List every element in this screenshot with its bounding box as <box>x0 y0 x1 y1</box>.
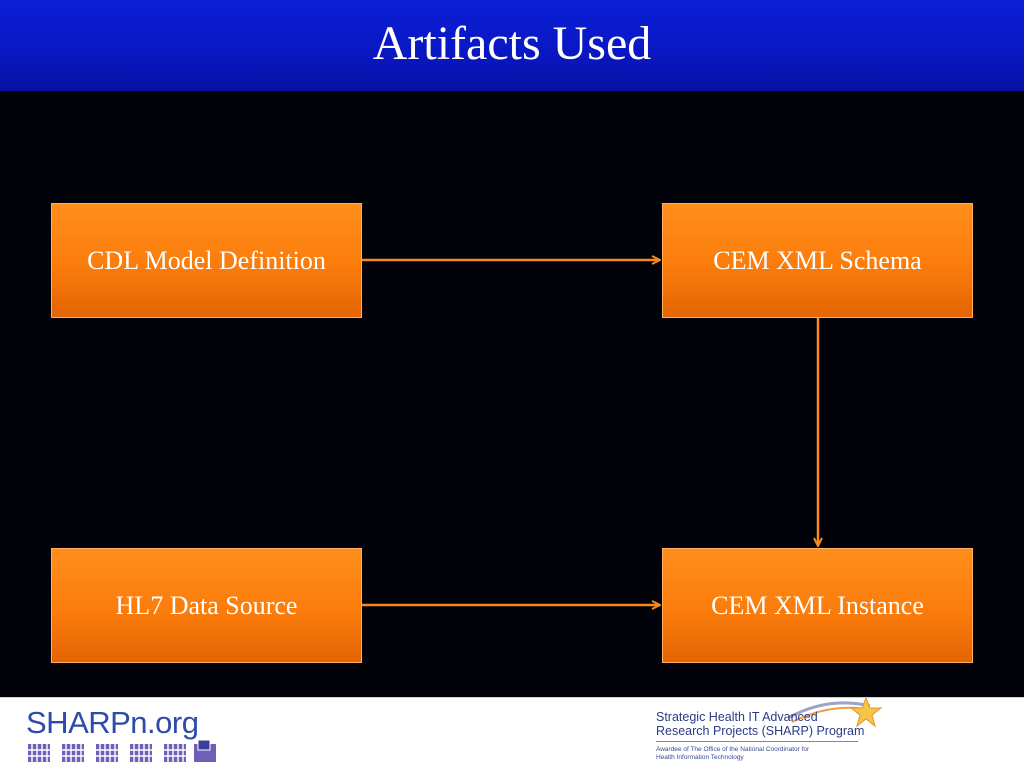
sharp-logo-line2: Research Projects (SHARP) Program <box>656 724 865 738</box>
node-cem-xml-instance: CEM XML Instance <box>662 548 973 663</box>
node-cdl-model-definition: CDL Model Definition <box>51 203 362 318</box>
node-label: HL7 Data Source <box>115 590 298 620</box>
node-hl7-data-source: HL7 Data Source <box>51 548 362 663</box>
sharpn-logo: SHARPn.org <box>26 706 226 764</box>
node-cem-xml-schema: CEM XML Schema <box>662 203 973 318</box>
sharpn-logo-text: SHARPn.org <box>26 705 199 740</box>
sharp-logo-divider <box>656 741 858 742</box>
sharp-program-logo: Strategic Health IT Advanced Research Pr… <box>650 698 890 769</box>
sharp-logo-line1: Strategic Health IT Advanced <box>656 710 818 724</box>
node-label: CEM XML Instance <box>711 590 924 620</box>
footer-bar: SHARPn.org <box>0 697 1024 769</box>
node-label: CDL Model Definition <box>87 245 326 275</box>
grid-blocks-icon <box>28 740 216 762</box>
slide-title: Artifacts Used <box>372 17 652 70</box>
title-bar: Artifacts Used <box>0 0 1024 91</box>
sharp-logo-note1: Awardee of The Office of the National Co… <box>656 746 810 753</box>
node-label: CEM XML Schema <box>713 245 922 275</box>
sharp-logo-note2: Health Information Technology <box>656 754 744 761</box>
star-swoosh-icon <box>788 698 883 728</box>
